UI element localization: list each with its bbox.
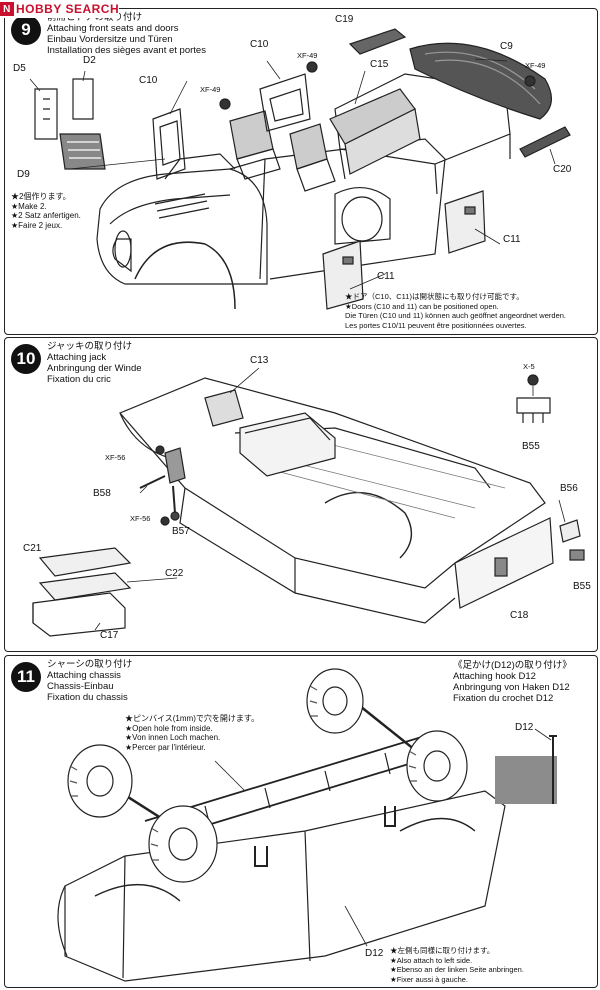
part-c18-label: C18 (510, 610, 529, 621)
step-9-panel: 9 前席とドアの取り付け Attaching front seats and d… (4, 8, 598, 335)
step-10-title-de: Anbringung der Winde (47, 363, 142, 374)
part-c21-label: C21 (23, 543, 42, 554)
hobby-search-watermark: N HOBBY SEARCH (0, 0, 120, 18)
part-c19-label: C19 (335, 14, 354, 25)
make-two-note: ★2個作ります。 ★Make 2. ★2 Satz anfertigen. ★F… (11, 192, 81, 230)
logo-mark-icon: N (0, 2, 14, 16)
step-10-number: 10 (11, 344, 41, 374)
part-c10-label: C10 (250, 39, 269, 50)
part-c11-label: C11 (503, 234, 521, 245)
step-9-title-en: Attaching front seats and doors (47, 23, 179, 34)
part-c13-label: C13 (250, 355, 269, 366)
step-10-title-fr: Fixation du cric (47, 374, 111, 385)
watermark-text: HOBBY SEARCH (16, 2, 120, 16)
part-x5-label: X-5 (523, 362, 535, 371)
step-10-illustration (32, 367, 585, 637)
part-b55-label: B55 (522, 441, 540, 452)
part-b56-label: B56 (560, 483, 578, 494)
step-11-number: 11 (11, 662, 41, 692)
step-9-title: 前席とドアの取り付け Attaching front seats and doo… (47, 12, 206, 56)
part-d5-label: D5 (13, 63, 26, 74)
step-10-panel: 10 ジャッキの取り付け Attaching jack Anbringung d… (4, 337, 598, 652)
part-d12-label: D12 (365, 948, 384, 959)
part-d9-label: D9 (17, 169, 30, 180)
doors-open-note: ★ドア（C10、C11)は開状態にも取り付け可能です。 ★Doors (C10 … (345, 292, 566, 330)
step-10-title: ジャッキの取り付け Attaching jack Anbringung der … (47, 341, 142, 385)
step-11-panel: 11 シャーシの取り付け Attaching chassis Chassis-E… (4, 655, 598, 988)
part-b58-label: B58 (93, 488, 111, 499)
part-c22-label: C22 (165, 568, 184, 579)
step-11-title-de: Chassis-Einbau (47, 681, 114, 692)
part-c20-label: C20 (553, 164, 572, 175)
part-c11-label: C11 (377, 271, 395, 282)
step-10-title-ja: ジャッキの取り付け (47, 341, 133, 352)
paint-xf49-label: XF-49 (525, 61, 546, 70)
step-9-title-fr: Installation des sièges avant et portes (47, 45, 206, 56)
part-c17-label: C17 (100, 630, 119, 641)
paint-xf49-label: XF-49 (200, 85, 221, 94)
part-d12-label: D12 (515, 722, 534, 733)
part-c9-label: C9 (500, 41, 513, 52)
paint-xf56-label: XF-56 (105, 453, 126, 462)
open-hole-note: ★ピンバイス(1mm)で穴を開けます。 ★Open hole from insi… (125, 714, 260, 752)
part-b55-label: B55 (573, 581, 591, 592)
step-10-title-en: Attaching jack (47, 352, 107, 363)
hook-d12-title: 《足かけ(D12)の取り付け》 Attaching hook D12 Anbri… (453, 660, 572, 704)
left-side-note: ★左側も同様に取り付けます。 ★Also attach to left side… (390, 946, 524, 984)
step-11-title-fr: Fixation du chassis (47, 692, 128, 703)
part-b57-label: B57 (172, 526, 190, 537)
step-9-number: 9 (11, 15, 41, 45)
step-11-title-ja: シャーシの取り付け (47, 659, 133, 670)
paint-xf56-label: XF-56 (130, 514, 151, 523)
step-11-title: シャーシの取り付け Attaching chassis Chassis-Einb… (47, 659, 132, 703)
part-c15-label: C15 (370, 59, 389, 70)
paint-xf49-label: XF-49 (297, 51, 318, 60)
step-11-title-en: Attaching chassis (47, 670, 121, 681)
step-9-title-de: Einbau Vordersitze und Türen (47, 34, 173, 45)
part-d2-label: D2 (83, 55, 96, 66)
step-9-illustration (29, 28, 571, 310)
step-11-illustration (57, 668, 557, 982)
part-c10-label: C10 (139, 75, 158, 86)
